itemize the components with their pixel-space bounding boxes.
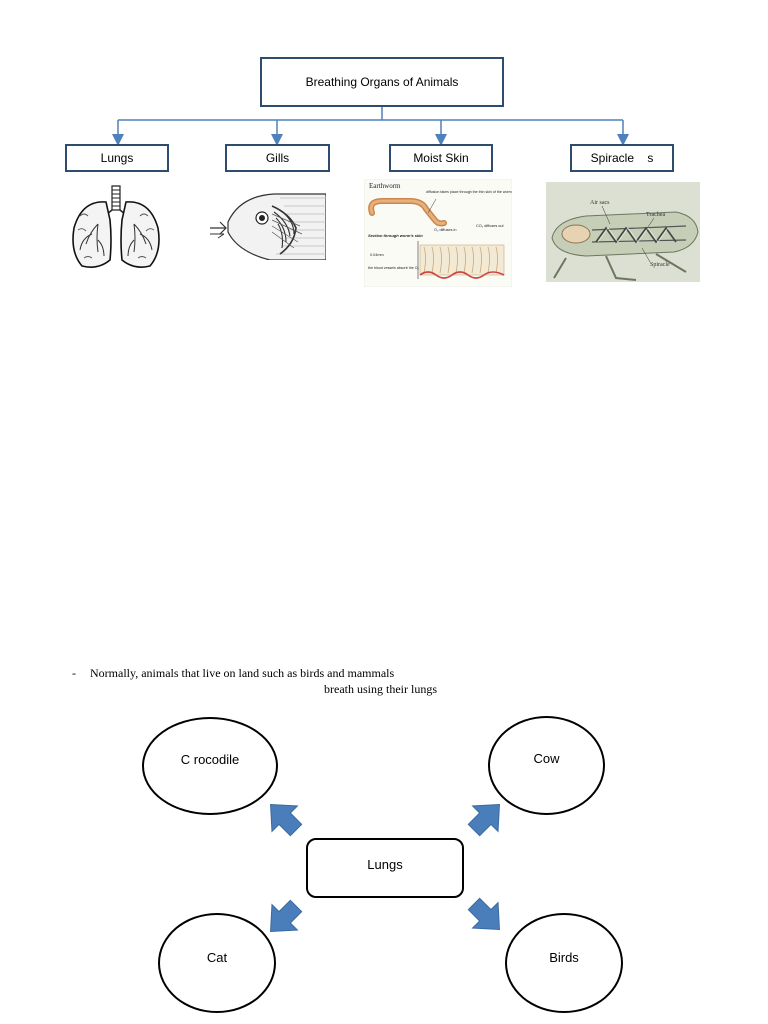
category-box-spiracles: Spiracle s [570, 144, 674, 172]
earthworm-skin-illustration: Earthworm diffusion takes place through … [364, 179, 512, 287]
section-label: Section through worm's skin [368, 233, 423, 238]
oval-label: Cow [533, 751, 560, 766]
category-label: Lungs [100, 151, 134, 165]
center-label: Lungs [367, 856, 403, 872]
category-label: Spiracle s [590, 151, 654, 165]
oval-cat: Cat [158, 913, 276, 1013]
co2-label: CO₂ diffuses out [476, 224, 505, 228]
vessels-label: the blood vessels absorb the O₂ and carr… [368, 266, 457, 270]
arrow-to-birds [467, 897, 500, 930]
oval-label: Birds [549, 949, 579, 965]
category-box-moist-skin: Moist Skin [389, 144, 493, 172]
oval-cow: Cow [488, 716, 605, 815]
diffusion-label: diffusion takes place through the thin s… [426, 190, 512, 194]
skin-cells [419, 244, 505, 279]
category-label: Moist Skin [413, 151, 469, 165]
oval-label: C rocodile [180, 751, 240, 767]
spiracle-label: Spiracle [650, 262, 670, 268]
note-bullet: - [72, 666, 76, 680]
oval-crocodile: C rocodile [142, 717, 278, 815]
category-label: Gills [265, 151, 290, 165]
fish-gills-illustration [210, 192, 326, 260]
o2-label: O₂ diffuses in [434, 228, 457, 232]
trachea-label: Trachea [646, 212, 665, 218]
arrow-to-cow [467, 804, 500, 837]
earthworm-name-label: Earthworm [369, 182, 401, 190]
air-sacs-label: Air sacs [590, 200, 610, 206]
arrow-to-crocodile [270, 804, 303, 837]
oval-label: Cat [206, 949, 228, 965]
grasshopper-spiracle-illustration: Air sacs Trachea Spiracle [546, 182, 700, 282]
center-lungs-box: Lungs [306, 838, 464, 898]
thickness-label: 0.04mm [370, 253, 384, 257]
tree-connectors [112, 107, 629, 146]
note-line-1: Normally, animals that live on land such… [90, 666, 395, 680]
note-line-2: breath using their lungs [324, 682, 437, 696]
category-box-gills: Gills [225, 144, 330, 172]
diagram-title-box: Breathing Organs of Animals [260, 57, 504, 107]
diagram-title: Breathing Organs of Animals [305, 75, 459, 89]
arrow-to-cat [270, 899, 303, 932]
category-box-lungs: Lungs [65, 144, 169, 172]
lungs-illustration [68, 180, 164, 272]
oval-birds: Birds [505, 913, 623, 1013]
